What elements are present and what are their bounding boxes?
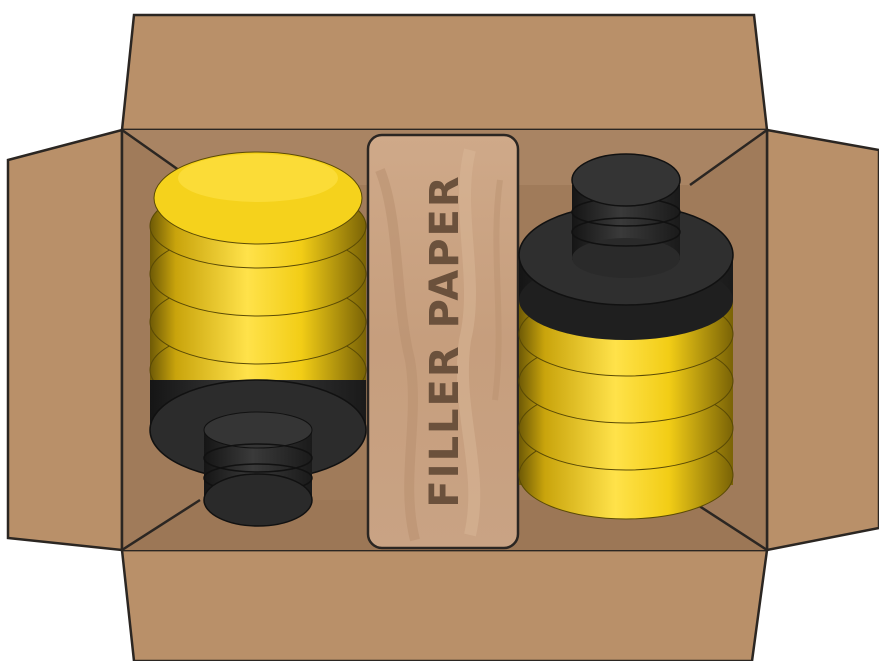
right-bellows-cap xyxy=(572,154,680,278)
left-bellows-convolutions xyxy=(150,152,366,415)
box-bottom-flap xyxy=(122,550,767,661)
box-left-flap xyxy=(8,130,122,550)
left-bellows-cap xyxy=(204,412,312,526)
box-right-flap xyxy=(767,130,879,550)
filler-paper-label: FILLER PAPER xyxy=(422,174,468,507)
box-top-flap xyxy=(122,15,767,130)
filler-paper-icon: FILLER PAPER xyxy=(368,135,518,548)
